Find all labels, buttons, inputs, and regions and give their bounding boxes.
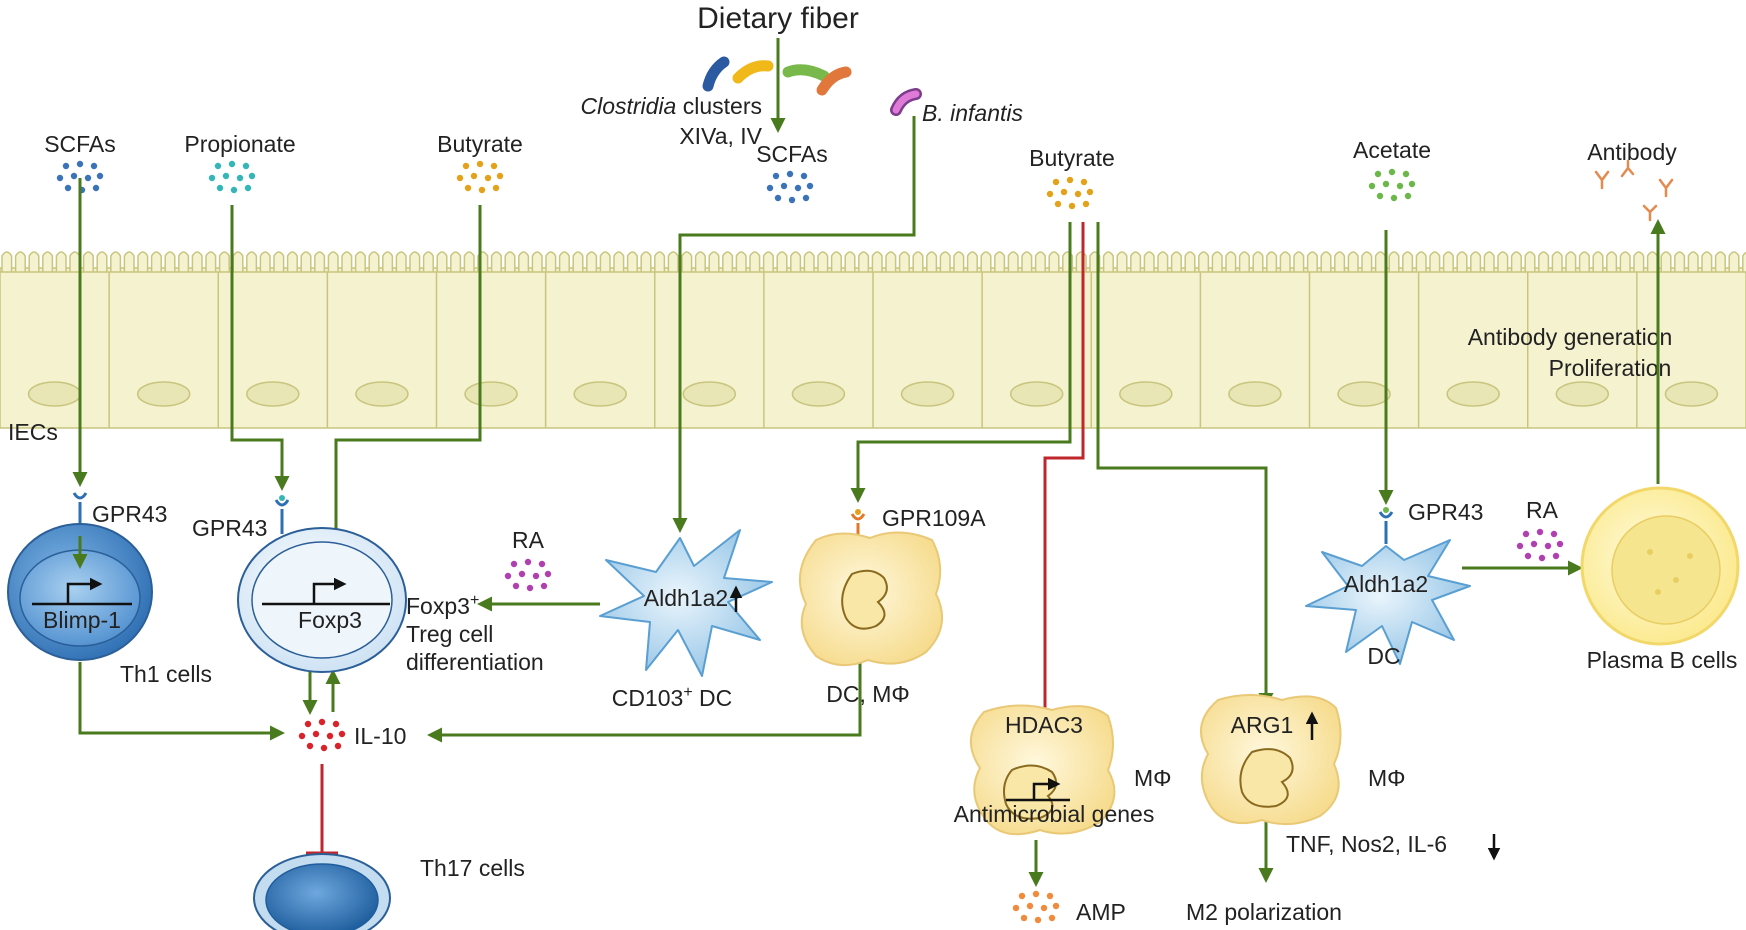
propionate-dots — [208, 160, 256, 194]
scfas-label: SCFAs — [44, 131, 116, 157]
macrophage-hdac3: HDAC3 — [969, 704, 1116, 836]
gpr43-label-1: GPR43 — [92, 501, 167, 527]
macrophage-gpr109a — [799, 509, 943, 667]
bacteria-icon — [702, 56, 852, 96]
acetate-dots — [1368, 168, 1416, 202]
ra-label-2: RA — [1526, 497, 1559, 523]
mphi-label-2: MΦ — [1368, 765, 1406, 791]
il10-label: IL-10 — [354, 723, 406, 749]
gpr43-label-2: GPR43 — [192, 515, 267, 541]
amp-label: AMP — [1076, 899, 1126, 925]
th17-cell — [253, 853, 391, 930]
th1-cell: Blimp-1 — [7, 492, 153, 661]
th17-cells-label: Th17 cells — [420, 855, 525, 881]
foxp3-plus-label: Foxp3+ — [406, 592, 479, 619]
butyrate-left-label: Butyrate — [437, 131, 523, 157]
m2-polarization-label: M2 polarization — [1186, 899, 1342, 925]
receptor-icon — [274, 495, 290, 534]
antibody-label: Antibody — [1587, 139, 1677, 165]
ra-dots-1 — [504, 558, 552, 592]
treg-differentiation-line2: differentiation — [406, 649, 544, 675]
transcription-arrow-icon — [1006, 777, 1070, 802]
dc-label: DC — [1367, 643, 1400, 669]
antibody-generation-label: Antibody generation — [1468, 324, 1673, 350]
scfas-top-label: SCFAs — [756, 141, 828, 167]
clostridia-label: Clostridia clusters — [580, 93, 762, 119]
hdac3-label: HDAC3 — [1005, 712, 1083, 738]
butyrate-dots-left — [456, 160, 504, 194]
propionate-label: Propionate — [184, 131, 295, 157]
plasma-b-cell — [1580, 486, 1740, 646]
cd103-dendritic-cell: Aldh1a2 — [599, 529, 773, 677]
antimicrobial-genes-label: Antimicrobial genes — [954, 801, 1155, 827]
blimp1-label: Blimp-1 — [43, 607, 121, 633]
b-infantis-bacterium-icon — [890, 88, 922, 116]
treg-differentiation-line1: Treg cell — [406, 621, 493, 647]
ra-label-1: RA — [512, 527, 545, 553]
arg1-label: ARG1 — [1231, 712, 1294, 738]
treg-cell: Foxp3 — [237, 495, 407, 673]
molecule-dot-clusters — [56, 160, 1564, 924]
transcription-arrow-icon — [32, 577, 132, 606]
dietary-fiber-label: Dietary fiber — [697, 2, 859, 35]
gpr109a-label: GPR109A — [882, 505, 986, 531]
aldh1a2-label-1: Aldh1a2 — [644, 585, 728, 611]
mphi-label-1: MΦ — [1134, 765, 1172, 791]
receptor-icon — [850, 509, 866, 536]
butyrate-dots-right — [1046, 176, 1094, 210]
butyrate-right-label: Butyrate — [1029, 145, 1115, 171]
ra-dots-2 — [1516, 528, 1564, 562]
dc-mphi-label: DC, MΦ — [826, 681, 910, 707]
gpr43-label-3: GPR43 — [1408, 499, 1483, 525]
receptor-icon — [1378, 507, 1394, 544]
macrophage-arg1: ARG1 — [1200, 694, 1342, 826]
foxp3-label: Foxp3 — [298, 607, 362, 633]
acetate-label: Acetate — [1353, 137, 1431, 163]
plasma-b-cells-label: Plasma B cells — [1587, 647, 1738, 673]
aldh1a2-label-2: Aldh1a2 — [1344, 571, 1428, 597]
dendritic-cell: Aldh1a2 — [1305, 507, 1471, 665]
iecs-label: IECs — [8, 419, 58, 445]
pathway-arrows — [72, 116, 1666, 887]
tnf-nos2-il6-label: TNF, Nos2, IL-6 — [1286, 831, 1447, 857]
transcription-arrow-icon — [262, 577, 390, 606]
b-infantis-label: B. infantis — [922, 100, 1023, 126]
intestinal-epithelium — [0, 251, 1746, 429]
il10-dots — [298, 718, 346, 752]
proliferation-label: Proliferation — [1549, 355, 1672, 381]
cd103-dc-label: CD103+ DC — [612, 684, 733, 711]
th1-cells-label: Th1 cells — [120, 661, 212, 687]
antibody-icon — [1594, 159, 1674, 222]
scfa-dots-top — [766, 170, 814, 204]
clostridia-label-line2: XIVa, IV — [679, 123, 762, 149]
amp-dots — [1012, 890, 1060, 924]
